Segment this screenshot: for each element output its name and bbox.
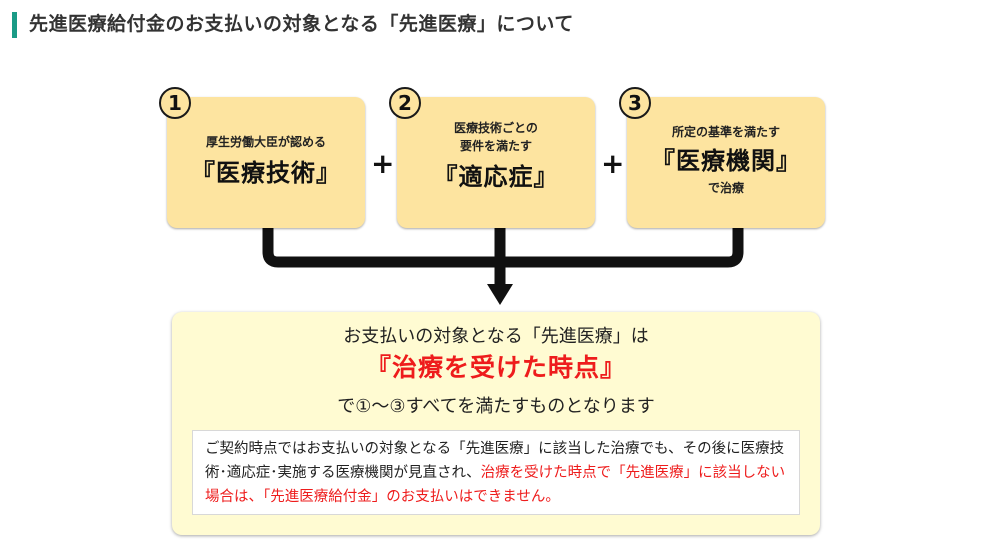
result-box: お支払いの対象となる「先進医療」は 『治療を受けた時点』 で①～③すべてを満たす… bbox=[172, 312, 820, 535]
down-arrow-icon bbox=[487, 284, 513, 305]
connector-lines bbox=[262, 226, 744, 285]
condition-box-2: 医療技術ごとの 要件を満たす 『適応症』 bbox=[397, 97, 595, 228]
plus-icon: + bbox=[371, 147, 395, 180]
condition-box-1: 厚生労働大臣が認める 『医療技術』 bbox=[167, 97, 365, 228]
condition-2-emphasis: 『適応症』 bbox=[433, 163, 559, 191]
number-badge-2: 2 bbox=[389, 87, 421, 119]
plus-icon: + bbox=[601, 147, 625, 180]
condition-1-text: 厚生労働大臣が認める bbox=[205, 135, 326, 149]
condition-box-3: 所定の基準を満たす 『医療機関』 で治療 bbox=[627, 97, 825, 228]
condition-2-text-line1: 医療技術ごとの bbox=[454, 121, 538, 135]
result-highlight: 『治療を受けた時点』 bbox=[365, 353, 626, 382]
condition-3-text: 所定の基準を満たす bbox=[671, 125, 780, 139]
result-note: ご契約時点ではお支払いの対象となる「先進医療」に該当した治療でも、その後に医療技… bbox=[192, 430, 800, 515]
number-badge-1: 1 bbox=[159, 87, 191, 119]
title-accent-bar bbox=[12, 12, 17, 38]
note-warning-text: 治療を受けた時点で「先進医療」に該当しない場合は、「先進医療給付金」のお支払いは… bbox=[205, 465, 786, 505]
condition-3-suffix: で治療 bbox=[707, 181, 744, 195]
note-text: ご契約時点ではお支払いの対象となる「先進医療」に該当した治療でも、その後に医療技… bbox=[205, 441, 785, 481]
condition-1-emphasis: 『医療技術』 bbox=[191, 159, 341, 187]
number-badge-3: 3 bbox=[619, 87, 651, 119]
result-line-3: で①～③すべてを満たすものとなります bbox=[337, 396, 655, 417]
condition-2-text-line2: 要件を満たす bbox=[459, 139, 532, 153]
page-title: 先進医療給付金のお支払いの対象となる「先進医療」について bbox=[29, 13, 574, 35]
result-line-1: お支払いの対象となる「先進医療」は bbox=[343, 326, 649, 347]
condition-3-emphasis: 『医療機関』 bbox=[651, 147, 801, 175]
